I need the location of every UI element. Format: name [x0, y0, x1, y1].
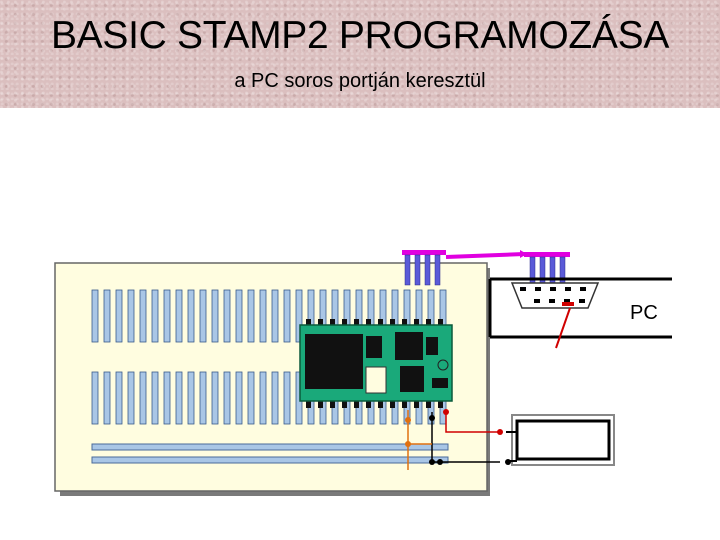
module-pins-top — [306, 319, 443, 326]
chip-small-3 — [426, 337, 438, 355]
programming-cable — [402, 250, 570, 286]
chip-small-1 — [366, 336, 382, 358]
module-pins-bottom — [306, 401, 443, 408]
main-chip — [305, 334, 363, 389]
basic-stamp-module — [299, 319, 453, 408]
slide-subtitle: a PC soros portján keresztül — [234, 70, 486, 92]
upper-pin-strips — [91, 289, 447, 343]
chip-small-4 — [400, 366, 424, 392]
pc-serial-port — [488, 277, 672, 349]
title-band: BASIC STAMP2 PROGRAMOZÁSA a PC soros por… — [0, 0, 720, 108]
chip-small-2 — [395, 332, 423, 360]
resistor — [432, 378, 448, 388]
reset-circle — [437, 359, 449, 371]
crystal — [365, 366, 387, 394]
power-wires — [405, 409, 511, 470]
power-rail-top — [91, 443, 449, 451]
slide-title: BASIC STAMP2 PROGRAMOZÁSA — [50, 14, 670, 57]
pc-label: PC — [630, 302, 658, 324]
power-supply — [506, 414, 615, 466]
power-rail-bottom — [91, 456, 449, 464]
